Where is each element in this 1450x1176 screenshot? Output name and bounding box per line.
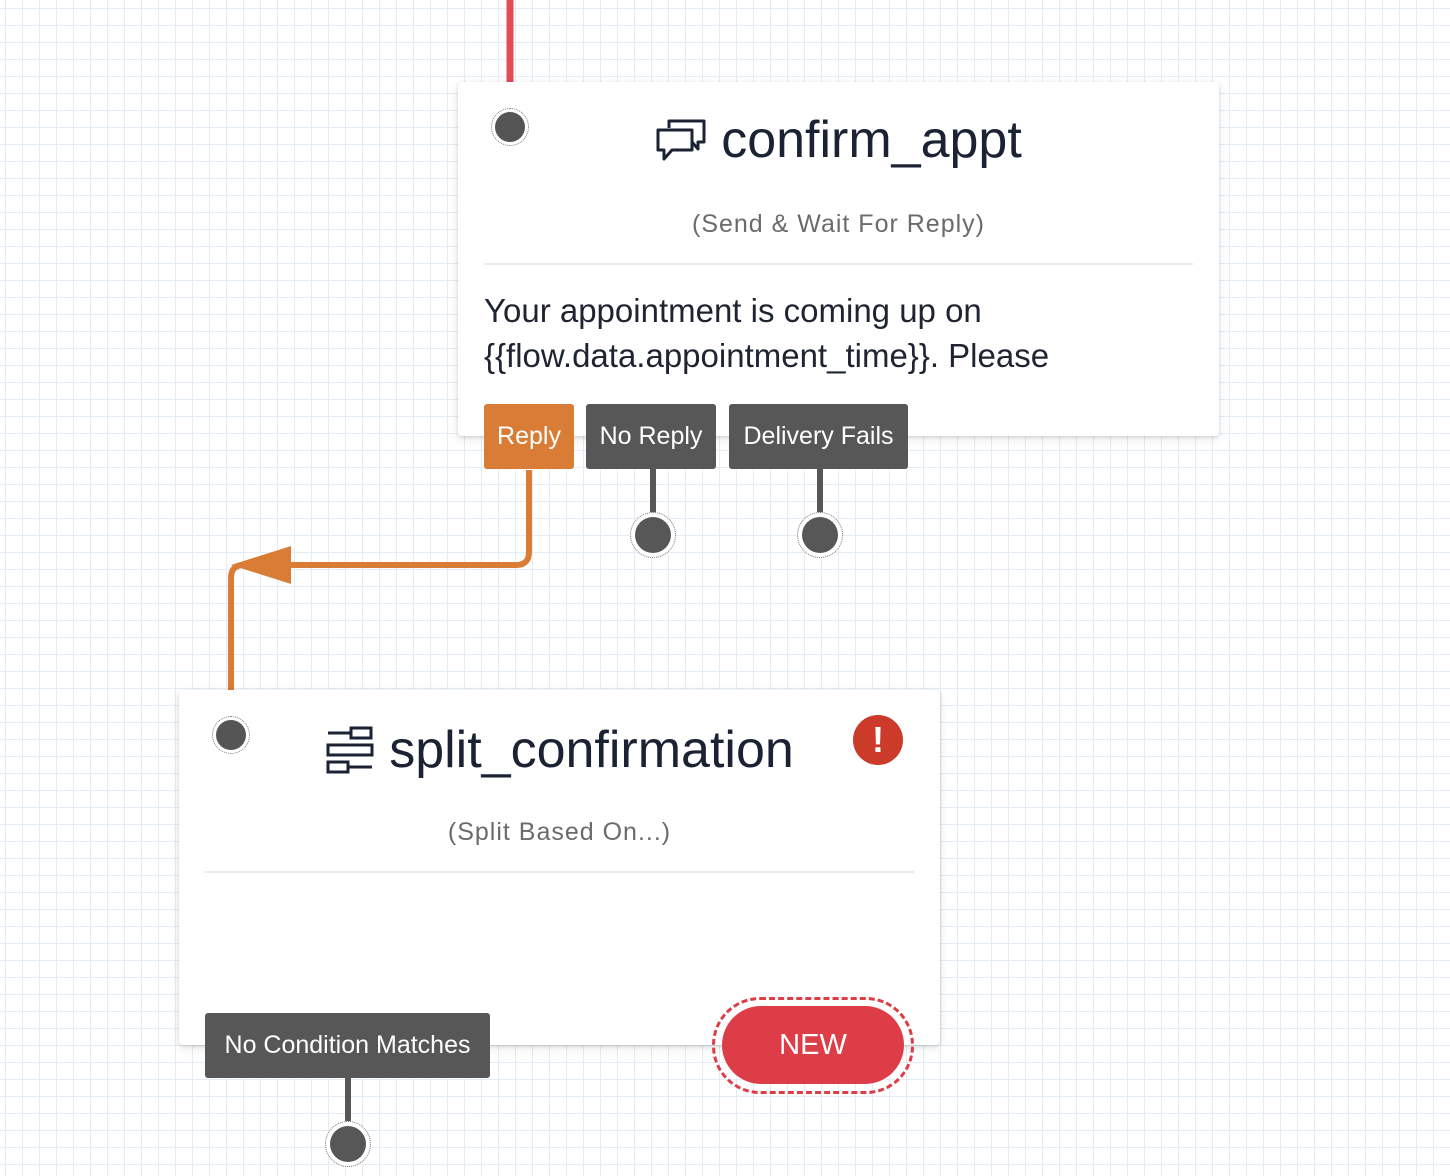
node-title: split_confirmation [389,721,794,779]
send-wait-node[interactable]: confirm_appt (Send & Wait For Reply) You… [458,82,1219,436]
message-line: Your appointment is coming up on [484,292,982,329]
exit-delivery-fails[interactable]: Delivery Fails [729,404,908,469]
node-type-label: (Split Based On...) [447,818,672,846]
node-input-port[interactable] [212,716,250,754]
node-header[interactable]: confirm_appt [458,112,1219,168]
node-title: confirm_appt [721,111,1022,169]
new-exit-button[interactable]: NEW [722,1006,904,1084]
node-input-port[interactable] [491,108,529,146]
split-icon [325,725,375,775]
exit-no-reply[interactable]: No Reply [586,404,716,469]
node-divider [205,871,914,873]
exit-port-no-reply[interactable] [630,512,676,558]
exit-reply[interactable]: Reply [484,404,574,469]
reply-wire[interactable] [228,470,532,692]
message-line: {{flow.data.appointment_time}}. Please [484,337,1050,374]
exit-stem [345,1077,351,1127]
exit-port-no-condition-matches[interactable] [325,1121,371,1167]
split-node[interactable]: split_confirmation ! (Split Based On...) [179,690,940,1045]
node-divider [484,263,1193,265]
exit-stem [650,468,656,518]
chat-bubbles-icon [655,118,707,162]
node-header[interactable]: split_confirmation [179,720,940,780]
exit-port-delivery-fails[interactable] [797,512,843,558]
error-icon[interactable]: ! [853,715,903,765]
exit-stem [817,468,823,518]
message-preview: Your appointment is coming up on {{flow.… [484,288,1204,378]
node-type-label: (Send & Wait For Reply) [692,210,985,238]
exit-no-condition-matches[interactable]: No Condition Matches [205,1013,490,1078]
new-exit-outline [712,997,914,1094]
